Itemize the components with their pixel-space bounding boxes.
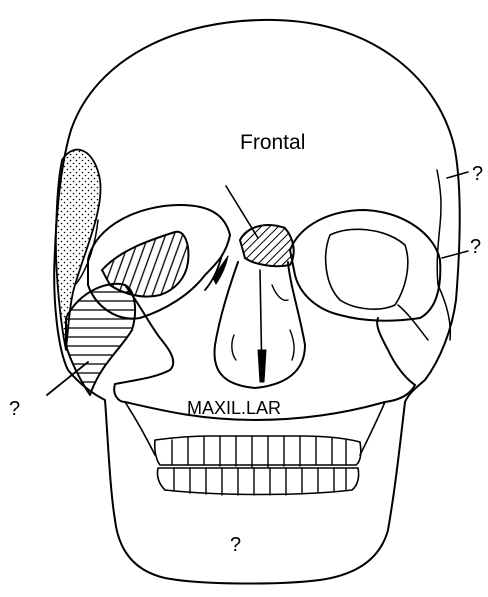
maxilla-label: MAXIL.LAR [187, 399, 281, 417]
right-upper-question-label: ? [472, 164, 483, 184]
left-zygomatic-question-label: ? [9, 399, 20, 419]
frontal-bone-label: Frontal [240, 132, 305, 153]
upper-teeth [155, 436, 361, 465]
lower-teeth [157, 468, 358, 495]
right-orbit [290, 210, 440, 321]
mandible-question-label: ? [230, 535, 241, 555]
left-orbit-lateral-wall [102, 232, 188, 297]
nasal-bones [240, 225, 294, 266]
right-lower-question-label: ? [470, 237, 481, 257]
